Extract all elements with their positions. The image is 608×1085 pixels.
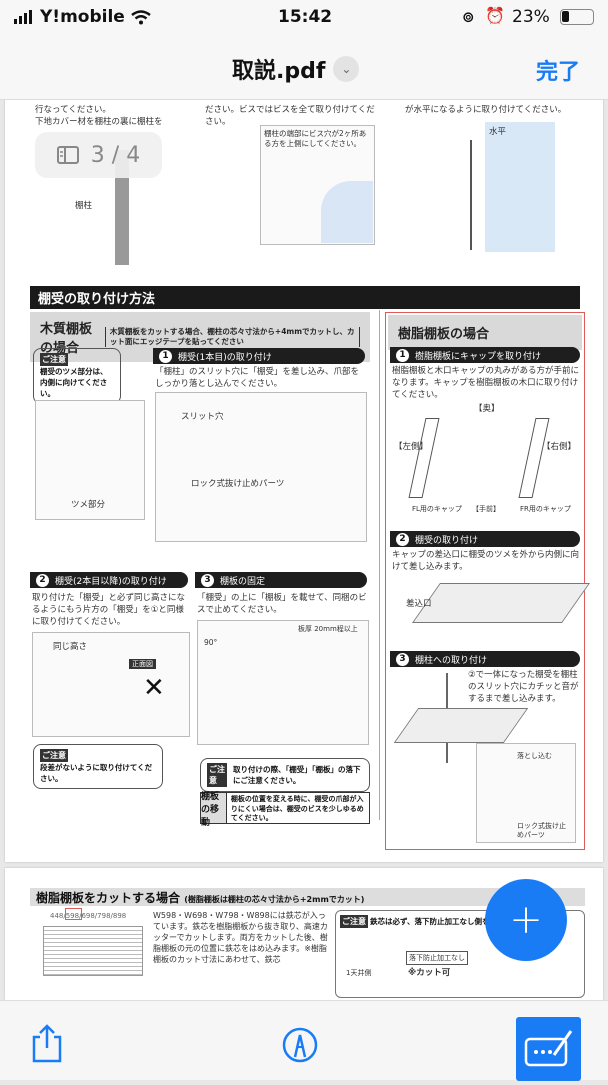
label-slit: スリット穴: [181, 412, 224, 422]
wifi-icon: [131, 9, 151, 24]
top-note-right: が水平になるように取り付けてください。: [405, 105, 567, 115]
pillar-line: [470, 140, 472, 250]
caution-drop: ご注意取り付けの際、「棚受」「棚板」の落下にご注意ください。: [200, 758, 370, 792]
section-title: 棚受の取り付け方法: [30, 286, 580, 309]
top-note-left: 行なってください。下地カバー材を棚柱の裏に棚柱を: [35, 105, 163, 127]
move-label: 棚板の移動: [201, 792, 227, 828]
screw-illustration: 棚柱の端部にビス穴が2ヶ所ある方を上側にしてください。: [260, 125, 375, 245]
page-number: 3 / 4: [90, 142, 141, 168]
chevron-down-icon[interactable]: ⌄: [333, 56, 360, 82]
done-button[interactable]: 完了: [535, 60, 580, 85]
cap-illustration: 【奥】 【左側】 【右側】 FL用のキャップ 【手前】 FR用のキャップ: [392, 403, 580, 515]
plus-icon: +: [509, 897, 543, 943]
label-ceiling: 1天井側: [346, 969, 372, 977]
label-cap-l: FL用のキャップ: [412, 505, 462, 513]
resin-shelf-drawing: [43, 926, 143, 976]
label-left: 【左側】: [394, 442, 429, 452]
label-level: 水平: [489, 127, 507, 137]
resin-step-2-text: キャップの差込口に棚受のツメを外から内側に向けて差し込みます。: [392, 550, 580, 572]
orientation-lock-icon: ⊚: [462, 8, 475, 26]
shelf-mounted: [393, 708, 529, 743]
pdf-page-3: 行なってください。下地カバー材を棚柱の裏に棚柱を ださい。ビスではビスを全て取り…: [5, 80, 603, 862]
move-shelf-box: 棚板の移動 棚板の位置を変える時に、棚受の爪部が入りにくい場合は、棚受のビスを少…: [200, 792, 370, 828]
pillar-illustration: [115, 150, 129, 265]
wood-note: 木質棚板をカットする場合、棚柱の芯々寸法から+4mmでカットし、カット面にエッジ…: [104, 327, 360, 347]
column-divider: [379, 310, 380, 820]
caution-claw: ご注意棚受のツメ部分は、内側に向けてください。: [33, 348, 121, 404]
alarm-icon: ⏰: [485, 6, 505, 25]
label-back: 【奥】: [474, 404, 500, 414]
label-front-view: 正面図: [129, 659, 156, 669]
page-indicator[interactable]: 3 / 4: [35, 132, 162, 178]
label-right: 【右側】: [542, 442, 577, 452]
label-lock-resin: ロック式抜け止めパーツ: [517, 822, 566, 839]
caution-level: ご注意段差がないように取り付けてください。: [33, 744, 163, 789]
sidebar-icon: [56, 146, 79, 164]
document-title: 取説.pdf: [232, 59, 326, 84]
resin-step-1-text: 樹脂棚板と木口キャップの丸みがある方が手前になります。キャップを樹脂棚板の木口に…: [392, 366, 580, 400]
battery-icon: [560, 9, 594, 25]
add-button[interactable]: +: [485, 879, 567, 961]
label-insert: 差込口: [406, 599, 432, 609]
cap-left: [408, 418, 440, 498]
level-illustration: 水平: [485, 122, 555, 252]
wood-step-1-text: 「棚柱」のスリット穴に「棚受」を差し込み、爪部をしっかり落とし込んでください。: [155, 367, 360, 389]
carrier: Y!mobile: [40, 7, 125, 27]
resin-step-3-text: ②で一体になった棚受を棚柱のスリット穴にカチッと音がするまで差し込みます。: [468, 670, 579, 704]
nav-bar: 取説.pdf ⌄ 完了: [0, 36, 608, 100]
lock-detail-illustration: 落とし込む ロック式抜け止めパーツ: [476, 743, 576, 843]
dims-label: 448/598/698/798/898: [50, 912, 127, 920]
battery-percent: 23%: [512, 7, 550, 27]
wood-step-3-text: 「棚受」の上に「棚板」を載せて、同梱のビスで止めてください。: [197, 593, 367, 615]
label-front: 【手前】: [472, 505, 500, 513]
caution-box-2: ご注意鉄芯は必ず、落下防止加工なし側をカ 落下防止加工なし ※カット可 1天井側: [335, 910, 585, 998]
label-angle: 90°: [204, 638, 218, 647]
bottom-toolbar: [0, 1000, 608, 1081]
label-same-height: 同じ高さ: [53, 642, 88, 652]
callout-text: 棚柱の端部にビス穴が2ヶ所ある方を上側にしてください。: [264, 129, 367, 148]
label-cut-ok: ※カット可: [408, 968, 451, 978]
fill-form-button[interactable]: [516, 1017, 581, 1081]
markup-icon[interactable]: [282, 1027, 318, 1063]
status-bar: Y!mobile 15:42 ⊚ ⏰ 23%: [0, 0, 608, 36]
cut-note: (樹脂棚板は棚柱の芯々寸法から+2mmでカット): [184, 895, 365, 904]
step1-illustration: スリット穴 ロック式抜け止めパーツ: [155, 392, 367, 542]
label-claw: ツメ部分: [71, 500, 106, 510]
move-text: 棚板の位置を変える時に、棚受の爪部が入りにくい場合は、棚受のビスを少しゆるめてく…: [230, 795, 364, 822]
resin-title: 樹脂棚板の場合: [388, 315, 582, 350]
share-icon[interactable]: [30, 1023, 64, 1063]
label-drop: 落とし込む: [517, 752, 552, 760]
cut-title: 樹脂棚板をカットする場合: [36, 891, 181, 905]
label-lock: ロック式抜け止めパーツ: [191, 479, 285, 489]
cut-section-header: 樹脂棚板をカットする場合 (樹脂棚板は棚柱の芯々寸法から+2mmでカット): [30, 888, 585, 906]
bracket-illustration: ツメ部分: [35, 400, 145, 520]
wrong-x-icon: ✕: [143, 673, 165, 703]
cap-right: [518, 418, 550, 498]
carrier-group: Y!mobile: [14, 7, 151, 27]
clock: 15:42: [278, 7, 333, 27]
step3-illustration: 板厚 20mm程以上 90°: [197, 620, 369, 745]
title-group[interactable]: 取説.pdf ⌄: [232, 53, 360, 85]
label-no-fall: 落下防止加工なし: [406, 951, 468, 965]
caution-text-2: 鉄芯は必ず、落下防止加工なし側をカ: [370, 917, 497, 926]
top-note-mid: ださい。ビスではビスを全て取り付けてください。: [205, 105, 375, 127]
label-thickness: 板厚 20mm程以上: [298, 625, 358, 633]
label-cap-r: FR用のキャップ: [520, 505, 571, 513]
step2-illustration: 同じ高さ 正面図 ✕: [32, 632, 190, 737]
label-pillar: 棚柱: [75, 201, 93, 211]
signal-icon: [14, 10, 32, 24]
highlight-598: [65, 908, 82, 920]
form-fill-icon: [524, 1030, 573, 1067]
drill-shape: [321, 181, 373, 243]
cut-text: W598・W698・W798・W898には鉄芯が入っています。鉄芯を樹脂棚板から…: [153, 911, 328, 964]
shelf-illustration: [411, 583, 591, 623]
wood-step-2-text: 取り付けた「棚受」と必ず同じ高さになるようにもう片方の「棚受」を①と同様に取り付…: [32, 593, 186, 627]
